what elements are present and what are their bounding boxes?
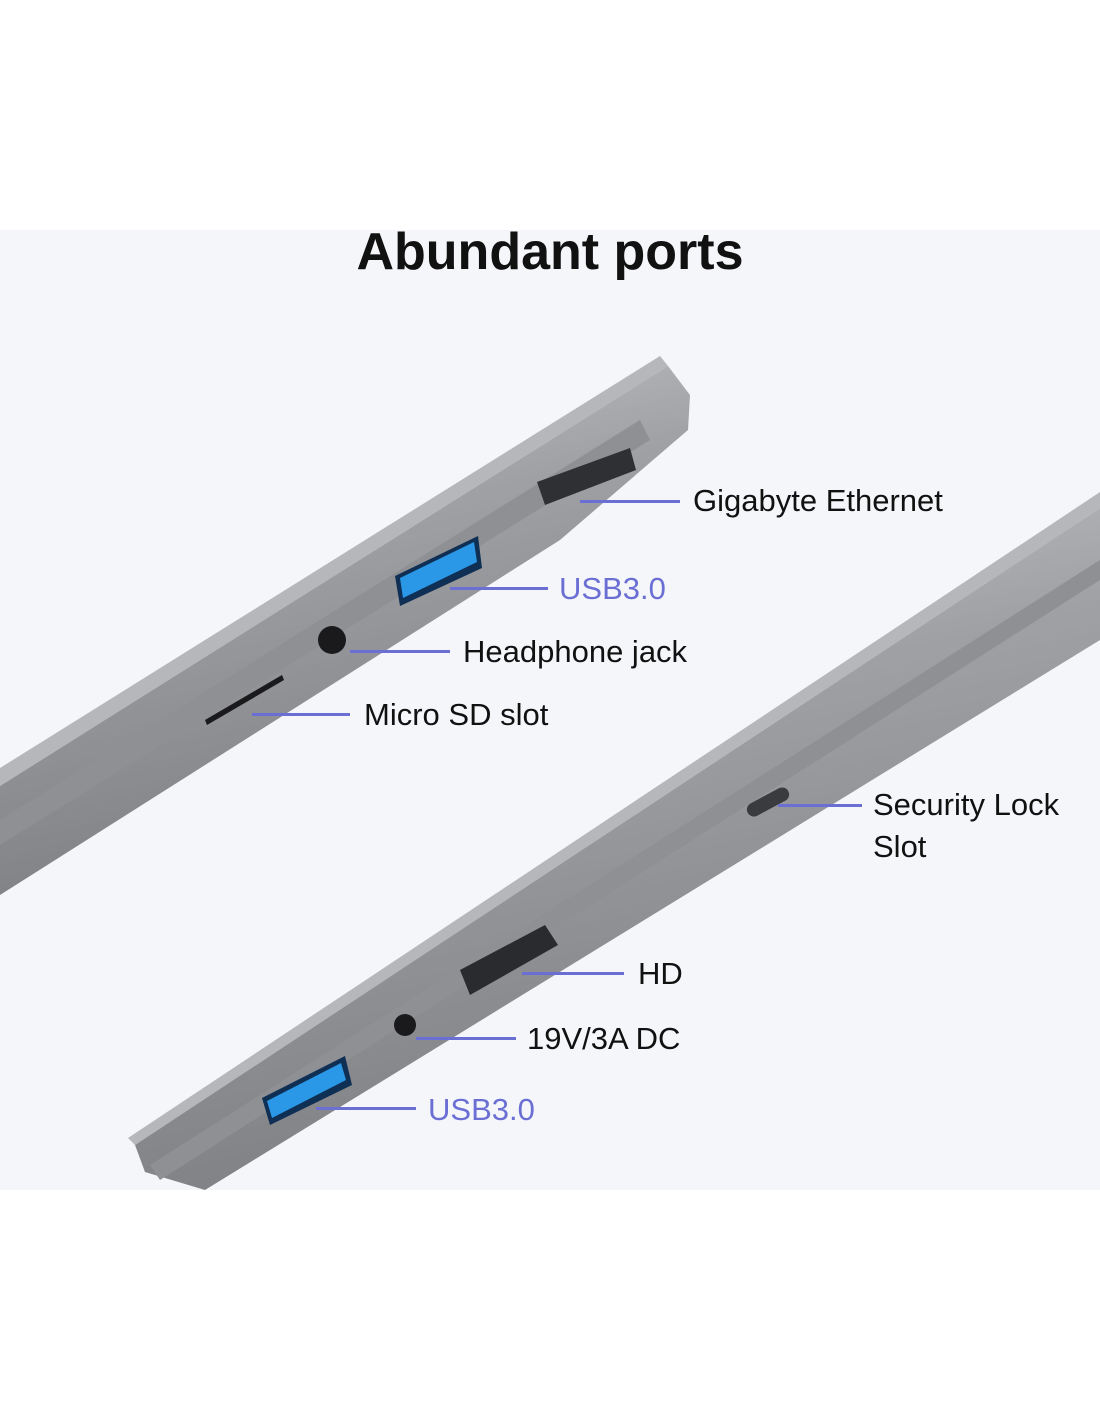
leader-line-headphone	[350, 650, 450, 653]
page-title: Abundant ports	[356, 223, 744, 281]
label-hdmi: HD	[638, 956, 683, 991]
label-ethernet: Gigabyte Ethernet	[693, 483, 943, 518]
laptop-left-side	[0, 356, 690, 895]
leader-line-usb-bottom	[316, 1107, 416, 1110]
headphone-port	[318, 626, 346, 654]
leader-line-dc	[416, 1037, 516, 1040]
leader-line-usb-top	[450, 587, 548, 590]
leader-line-security	[778, 804, 862, 807]
label-security-line1: Security Lock	[873, 787, 1060, 822]
hdmi-port	[460, 925, 558, 995]
label-usb-top: USB3.0	[559, 571, 666, 606]
label-dc: 19V/3A DC	[527, 1021, 681, 1056]
leader-line-hdmi	[522, 972, 624, 975]
label-microsd: Micro SD slot	[364, 697, 549, 732]
label-security-line2: Slot	[873, 829, 927, 864]
microsd-port	[205, 675, 284, 725]
label-usb-bottom: USB3.0	[428, 1092, 535, 1127]
dc-port	[394, 1014, 416, 1036]
security-lock-port	[746, 787, 790, 817]
laptop-right-side	[128, 492, 1100, 1190]
leader-line-microsd	[252, 713, 350, 716]
ethernet-port	[537, 448, 636, 505]
label-headphone: Headphone jack	[463, 634, 688, 669]
leader-line-ethernet	[580, 500, 680, 503]
